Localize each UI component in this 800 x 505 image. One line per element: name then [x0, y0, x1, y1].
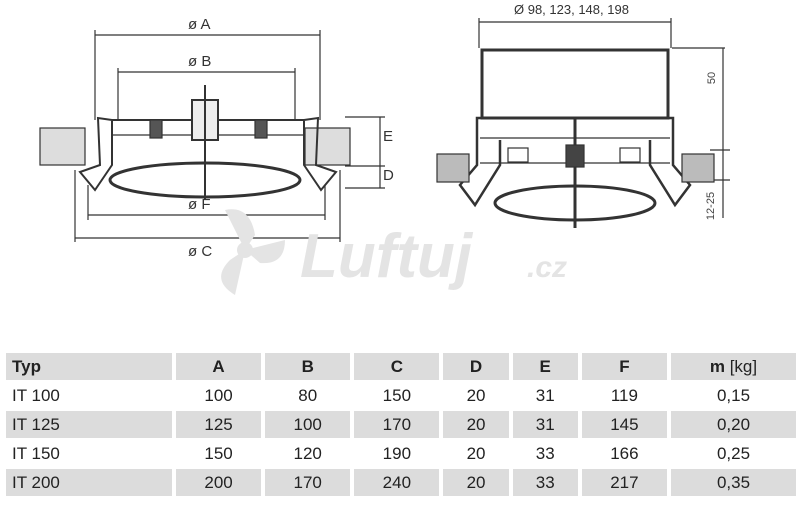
dimension-a-label: ø A	[188, 16, 211, 33]
dimension-e-label: E	[383, 128, 394, 145]
dimension-c-label: ø C	[188, 243, 213, 260]
cell-value: 0,25	[716, 443, 751, 463]
cell-value: 31	[512, 411, 578, 438]
cell-value: 31	[535, 385, 555, 405]
cell-value: 200	[176, 469, 262, 496]
cell-value: 170	[354, 411, 440, 438]
header-b: B	[265, 353, 351, 380]
cell-type: IT 150	[12, 443, 60, 463]
header-c: C	[354, 353, 440, 380]
cell-value: 0,15	[716, 385, 751, 405]
cell-value: 20	[466, 443, 486, 463]
cell-value: 100	[204, 385, 233, 405]
ceiling-range-label: 12-25	[705, 191, 718, 221]
cell-value: 20	[443, 411, 509, 438]
cell-value: 150	[204, 443, 233, 463]
cell-value: 20	[443, 469, 509, 496]
header-e: E	[512, 353, 578, 380]
cell-value: 20	[466, 385, 486, 405]
cell-value: 217	[581, 469, 667, 496]
header-f: F	[581, 353, 667, 380]
cell-value: 145	[581, 411, 667, 438]
cell-value: 0,35	[670, 469, 796, 496]
header-m: m [kg]	[670, 353, 796, 380]
dimension-b-label: ø B	[188, 53, 212, 70]
cell-value: 120	[293, 443, 322, 463]
cell-value: 33	[535, 443, 555, 463]
dimension-d-label: D	[383, 167, 394, 184]
cell-value: 125	[176, 411, 262, 438]
svg-text:Luftuj: Luftuj	[300, 222, 474, 291]
cell-type: IT 100	[12, 385, 60, 405]
diameter-options-label: Ø 98, 123, 148, 198	[514, 2, 629, 17]
header-m-symbol: m	[709, 356, 725, 376]
installation-drawing	[436, 18, 730, 228]
table-row: IT 100 100 80 150 20 31 119 0,15	[6, 382, 796, 409]
cell-value: 170	[265, 469, 351, 496]
side-section-drawing	[39, 30, 385, 242]
cell-value: 33	[512, 469, 578, 496]
svg-text:.cz: .cz	[527, 251, 567, 284]
cell-value: 100	[265, 411, 351, 438]
cell-value: 166	[610, 443, 639, 463]
cell-value: 80	[298, 385, 318, 405]
cell-type: IT 200	[6, 469, 172, 496]
header-typ: Typ	[6, 353, 172, 380]
cell-value: 0,20	[670, 411, 796, 438]
header-a: A	[176, 353, 262, 380]
luftuj-watermark-logo: Luftuj .cz	[205, 205, 605, 305]
dimension-f-label: ø F	[188, 196, 211, 213]
header-m-unit: [kg]	[729, 356, 758, 376]
cell-value: 240	[354, 469, 440, 496]
cell-type: IT 125	[6, 411, 172, 438]
height-label: 50	[706, 71, 719, 85]
cell-value: 190	[382, 443, 412, 463]
table-row: IT 150 150 120 190 20 33 166 0,25	[6, 440, 796, 467]
cell-value: 150	[382, 385, 412, 405]
cell-value: 119	[610, 385, 638, 405]
table-header-row: Typ A B C D E F m [kg]	[6, 353, 796, 380]
header-d: D	[443, 353, 509, 380]
